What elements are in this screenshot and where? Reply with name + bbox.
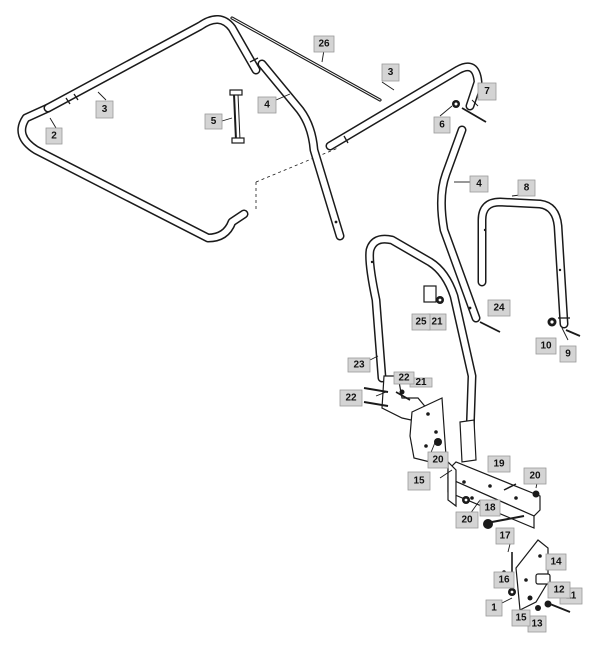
svg-text:21: 21: [415, 377, 427, 388]
callout-20-upper: 20: [427, 451, 449, 469]
svg-text:7: 7: [484, 86, 490, 97]
svg-text:24: 24: [493, 303, 505, 314]
svg-text:1: 1: [491, 603, 497, 614]
svg-text:3: 3: [388, 67, 394, 78]
svg-text:4: 4: [476, 179, 482, 190]
callout-20-right: 20: [523, 467, 547, 485]
callout-20-lower: 20: [455, 511, 479, 529]
upright-tube-left: [257, 59, 345, 241]
callout-4-right: 4: [469, 175, 489, 193]
upright-tube-right: [436, 125, 481, 323]
svg-text:19: 19: [493, 459, 505, 470]
svg-text:6: 6: [439, 120, 445, 131]
svg-text:23: 23: [353, 360, 365, 371]
svg-text:22: 22: [398, 373, 410, 384]
callout-2: 2: [45, 127, 63, 145]
svg-text:10: 10: [540, 341, 552, 352]
callout-5: 5: [204, 113, 223, 130]
left-mount-plate: [381, 375, 447, 463]
svg-text:20: 20: [529, 471, 541, 482]
callout-3-left: 3: [95, 100, 114, 119]
callout-12: 12: [547, 581, 571, 599]
svg-text:16: 16: [498, 575, 510, 586]
right-mount-plate: [459, 419, 477, 463]
bolt-7: [452, 100, 487, 123]
svg-text:2: 2: [51, 131, 57, 142]
callout-labels: 1 2 3 3 4 4 5 6 7 8 9 10 11 12 13 14 15 …: [45, 35, 583, 633]
svg-text:9: 9: [565, 349, 571, 360]
svg-text:13: 13: [531, 619, 543, 630]
svg-text:3: 3: [102, 104, 108, 115]
svg-text:4: 4: [264, 100, 270, 111]
handle-8: [477, 197, 570, 329]
dashed-guide-line: [255, 147, 339, 183]
svg-text:21: 21: [431, 317, 443, 328]
callout-17: 17: [495, 527, 515, 545]
callout-8: 8: [517, 179, 536, 197]
fasteners-9-10: [547, 317, 581, 337]
svg-text:5: 5: [211, 116, 217, 127]
svg-text:11: 11: [566, 591, 577, 602]
strap-5: [229, 89, 245, 144]
svg-text:15: 15: [515, 613, 527, 624]
callout-26: 26: [313, 35, 335, 53]
svg-text:17: 17: [499, 531, 511, 542]
callout-7: 7: [477, 82, 497, 101]
callout-14: 14: [545, 553, 567, 571]
frame-23: [365, 234, 477, 439]
svg-text:8: 8: [524, 183, 530, 194]
callout-22-upper: 22: [393, 371, 415, 385]
bolt-24: [479, 321, 501, 333]
callout-15-upper: 15: [407, 471, 431, 491]
svg-text:22: 22: [345, 393, 357, 404]
hinge-block-25: [423, 285, 444, 304]
callout-4-left: 4: [257, 96, 277, 114]
callout-22-left: 22: [339, 389, 363, 407]
callout-19: 19: [487, 455, 511, 473]
svg-text:26: 26: [318, 39, 330, 50]
rod-26: [230, 16, 382, 102]
svg-text:12: 12: [553, 585, 565, 596]
callout-15-lower: 15: [511, 609, 531, 627]
svg-text:20: 20: [432, 455, 444, 466]
callout-6: 6: [433, 116, 451, 134]
callout-16: 16: [493, 571, 515, 589]
svg-text:18: 18: [484, 503, 496, 514]
callout-24: 24: [487, 299, 511, 317]
fasteners-18-20: [462, 483, 525, 529]
callout-21-upper: 21: [427, 313, 447, 331]
callout-18: 18: [479, 499, 501, 517]
canopy-frame: [17, 15, 261, 243]
callout-25: 25: [411, 313, 431, 331]
svg-text:20: 20: [461, 515, 473, 526]
callout-10: 10: [535, 337, 557, 355]
canopy-tube-right: [325, 62, 483, 151]
bolts-22: [363, 387, 411, 407]
svg-text:25: 25: [415, 317, 427, 328]
callout-1: 1: [485, 599, 503, 617]
fasteners-bottom: [502, 570, 571, 613]
callout-3-right: 3: [381, 63, 400, 82]
callout-13: 13: [527, 615, 547, 633]
svg-text:14: 14: [550, 557, 562, 568]
callout-23: 23: [347, 357, 371, 373]
callout-9: 9: [559, 345, 577, 363]
svg-text:15: 15: [413, 476, 425, 487]
